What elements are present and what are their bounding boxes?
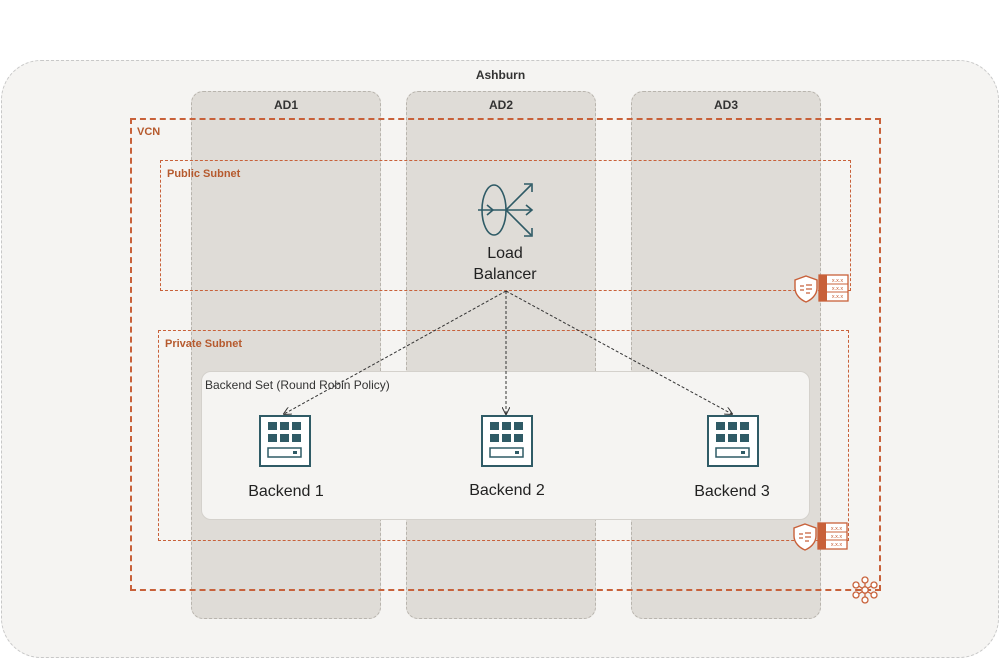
public-route-table-cell: x.x.x [832,294,844,300]
private-route-table-cell: x.x.x [831,534,843,540]
ad1-label: AD1 [273,98,298,112]
ad3-label: AD3 [713,98,738,112]
vcn-boundary [130,118,881,591]
private-route-table-icon: x.x.x x.x.x x.x.x [817,522,848,550]
public-route-table-cell: x.x.x [832,286,844,292]
vcn-label: VCN [137,126,161,138]
availability-domain-1 [191,91,381,619]
load-balancer-label-line1: Load [487,245,523,262]
backend-1-label: Backend 1 [248,483,324,500]
vcn-network-icon [852,576,878,604]
connector-lb-to-backend-3 [505,290,732,414]
private-route-table-cell: x.x.x [831,526,843,532]
public-security-list-shield-icon [794,275,818,303]
private-route-table-cell: x.x.x [831,542,843,548]
public-route-table-icon: x.x.x x.x.x x.x.x [818,274,849,302]
connector-lb-to-backend-1 [284,290,507,414]
backend-2-icon [481,415,533,467]
public-subnet-boundary [160,160,851,291]
load-balancer-label-line2: Balancer [473,266,537,283]
public-route-table-cell: x.x.x [832,278,844,284]
private-security-list-shield-icon [793,523,817,551]
region-label: Ashburn [475,68,526,82]
backend-3-label: Backend 3 [694,483,770,500]
ad2-label: AD2 [488,98,513,112]
backend-1-icon [259,415,311,467]
load-balancer-label: Load Balancer [440,243,570,285]
availability-domain-3 [631,91,821,619]
load-balancer-icon [478,183,534,237]
private-subnet-label: Private Subnet [165,338,243,350]
private-subnet-boundary [158,330,849,541]
availability-domain-2 [406,91,596,619]
public-subnet-label: Public Subnet [167,168,241,180]
backend-3-icon [707,415,759,467]
backend-2-label: Backend 2 [469,482,545,499]
